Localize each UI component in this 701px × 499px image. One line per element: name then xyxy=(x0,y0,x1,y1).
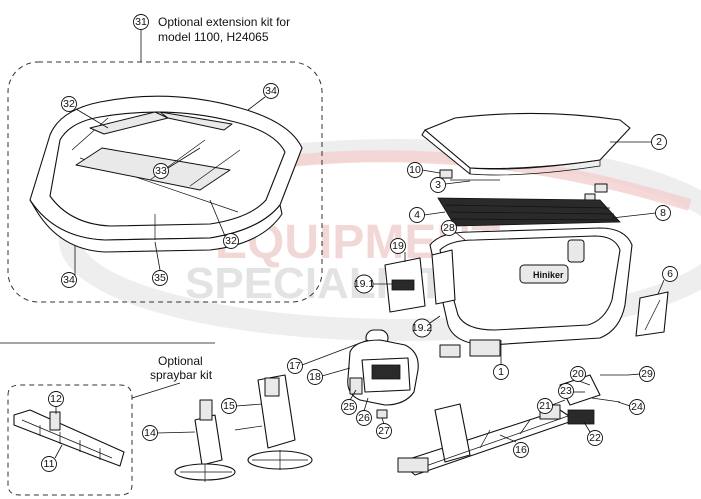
svg-text:32: 32 xyxy=(63,98,75,110)
callout-24: 24 xyxy=(629,399,645,415)
hopper-body: Hiniker xyxy=(429,227,633,358)
callout-1: 1 xyxy=(493,364,509,380)
svg-text:31: 31 xyxy=(135,16,147,28)
svg-text:14: 14 xyxy=(144,427,156,439)
callout-26: 26 xyxy=(356,410,372,426)
svg-text:Hiniker: Hiniker xyxy=(533,270,564,280)
decal-panel xyxy=(384,257,426,313)
svg-text:22: 22 xyxy=(589,432,601,444)
callout-23: 23 xyxy=(558,383,574,399)
svg-text:2: 2 xyxy=(656,136,662,148)
callout-2: 2 xyxy=(651,134,667,150)
svg-text:18: 18 xyxy=(309,371,321,383)
svg-text:35: 35 xyxy=(154,272,166,284)
callout-31: 31 xyxy=(133,14,149,30)
svg-text:19.2: 19.2 xyxy=(412,322,433,334)
svg-text:23: 23 xyxy=(560,385,572,397)
callout-20: 20 xyxy=(570,366,586,382)
svg-text:25: 25 xyxy=(343,401,355,413)
spinner-assembly-right xyxy=(234,374,313,470)
callout-29: 29 xyxy=(639,366,655,382)
svg-text:6: 6 xyxy=(667,268,673,280)
svg-text:10: 10 xyxy=(409,164,421,176)
extension-kit-box xyxy=(7,61,323,303)
svg-text:29: 29 xyxy=(641,368,653,380)
conveyor-frame xyxy=(397,403,576,476)
callout-11: 11 xyxy=(41,456,57,472)
svg-text:19: 19 xyxy=(392,240,404,252)
svg-text:32: 32 xyxy=(225,235,237,247)
callout-27: 27 xyxy=(376,423,392,439)
spraybar xyxy=(13,409,125,467)
svg-text:24: 24 xyxy=(631,401,643,413)
spraybar-note-line1: Optional xyxy=(158,354,203,368)
svg-text:4: 4 xyxy=(414,209,420,221)
svg-text:21: 21 xyxy=(539,400,551,412)
callout-16: 16 xyxy=(513,442,529,458)
callout-32a: 32 xyxy=(61,96,77,112)
callout-19: 19 xyxy=(390,238,406,254)
callout-18: 18 xyxy=(307,369,323,385)
svg-text:28: 28 xyxy=(443,222,455,234)
side-plate xyxy=(635,291,669,337)
svg-text:19.1: 19.1 xyxy=(354,278,375,290)
callout-32b: 32 xyxy=(223,233,239,249)
callout-17: 17 xyxy=(287,358,303,374)
spraybar-note-line2: spraybar kit xyxy=(150,368,213,382)
callout-19-2: 19.2 xyxy=(412,318,433,338)
callout-10: 10 xyxy=(407,162,423,178)
callout-15: 15 xyxy=(221,398,237,414)
spraybar-kit-box xyxy=(7,384,133,496)
svg-text:8: 8 xyxy=(660,207,666,219)
callout-8: 8 xyxy=(655,205,671,221)
callout-34b: 34 xyxy=(61,272,77,288)
callout-22: 22 xyxy=(587,430,603,446)
callout-33: 33 xyxy=(153,163,169,179)
callout-34a: 34 xyxy=(263,83,279,99)
svg-text:27: 27 xyxy=(378,425,390,437)
svg-text:16: 16 xyxy=(515,444,527,456)
callout-3: 3 xyxy=(430,177,446,193)
spinner-assembly-left xyxy=(174,399,236,482)
lid xyxy=(421,112,631,176)
callout-21: 21 xyxy=(537,398,553,414)
callout-19-1: 19.1 xyxy=(354,274,375,294)
svg-text:26: 26 xyxy=(358,412,370,424)
svg-text:15: 15 xyxy=(223,400,235,412)
svg-text:1: 1 xyxy=(498,366,504,378)
svg-text:3: 3 xyxy=(435,179,441,191)
svg-text:20: 20 xyxy=(572,368,584,380)
svg-text:34: 34 xyxy=(63,274,75,286)
extension-note-line2: model 1100, H24065 xyxy=(158,30,269,44)
svg-text:34: 34 xyxy=(265,85,277,97)
svg-text:11: 11 xyxy=(44,458,55,470)
motor-housing xyxy=(347,329,419,419)
screen xyxy=(437,197,621,227)
callout-28: 28 xyxy=(441,220,457,236)
callout-35: 35 xyxy=(152,270,168,286)
callout-6: 6 xyxy=(662,266,678,282)
callout-4: 4 xyxy=(409,207,425,223)
extension-note-line1: Optional extension kit for xyxy=(158,15,290,29)
callout-12: 12 xyxy=(48,391,64,407)
hardware-10-3 xyxy=(439,169,608,201)
svg-text:12: 12 xyxy=(50,393,62,405)
watermark-line2: SPECIALISTS xyxy=(185,259,474,308)
svg-text:17: 17 xyxy=(289,360,301,372)
callout-25: 25 xyxy=(341,399,357,415)
callout-14: 14 xyxy=(142,425,158,441)
gearbox-hardware xyxy=(559,374,628,425)
svg-text:33: 33 xyxy=(155,165,167,177)
